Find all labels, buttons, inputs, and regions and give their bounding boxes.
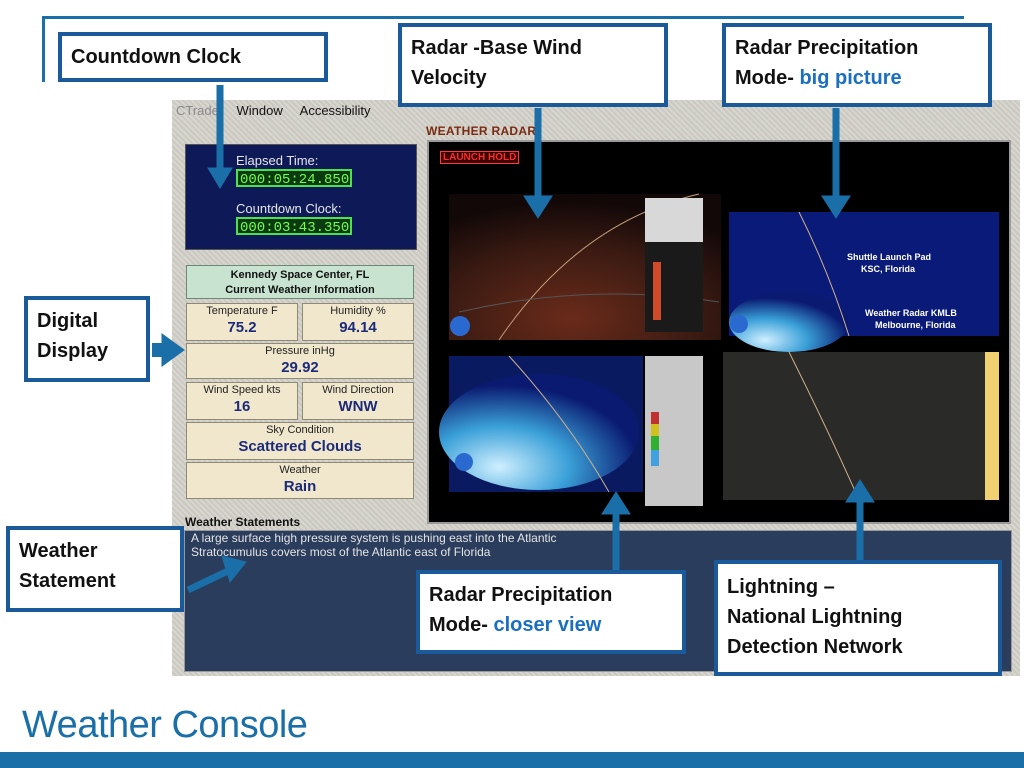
wind-speed-label: Wind Speed kts: [203, 384, 281, 396]
temperature-label: Temperature F: [206, 305, 278, 317]
velocity-info-box: [645, 198, 703, 242]
launch-hold-indicator: LAUNCH HOLD: [440, 151, 520, 164]
callout-precip-close-accent: closer view: [493, 614, 602, 636]
callout-precip-close-line1: Radar Precipitation: [429, 584, 613, 606]
arrow-lightning-head: [845, 479, 875, 503]
arrow-statement-shaft: [186, 566, 232, 594]
wind-speed-cell: Wind Speed kts 16: [186, 382, 298, 420]
legend-yellow: [651, 424, 659, 436]
callout-lightning-line3: Detection Network: [727, 636, 903, 658]
legend-blue: [651, 450, 659, 466]
legend-green: [651, 436, 659, 450]
wind-direction-cell: Wind Direction WNW: [302, 382, 414, 420]
sky-condition-cell: Sky Condition Scattered Clouds: [186, 422, 414, 460]
menu-ctrade[interactable]: CTrade: [176, 103, 219, 118]
arrow-wind-head: [523, 195, 553, 219]
velocity-legend-bar: [653, 262, 661, 320]
weather-info-panel: Kennedy Space Center, FL Current Weather…: [186, 265, 416, 499]
radar-title: WEATHER RADAR: [426, 124, 537, 138]
noaa-logo-velocity: [450, 316, 470, 336]
noaa-logo-close: [455, 453, 473, 471]
menu-accessibility[interactable]: Accessibility: [299, 103, 371, 118]
legend-red: [651, 412, 659, 424]
arrow-big-head: [821, 195, 851, 219]
menu-window[interactable]: Window: [236, 103, 283, 118]
callout-weather-statement: Weather Statement: [6, 526, 184, 612]
statement-line-1: A large surface high pressure system is …: [191, 531, 557, 545]
elapsed-value: 000:05:24.850: [236, 169, 352, 188]
top-rule: [42, 16, 964, 19]
sky-value: Scattered Clouds: [238, 438, 362, 455]
wind-speed-value: 16: [233, 398, 251, 415]
clock-panel: Elapsed Time: 000:05:24.850 Countdown Cl…: [185, 144, 417, 250]
coastline-big: [798, 211, 850, 337]
weather-location: Kennedy Space Center, FL: [230, 269, 370, 281]
weather-subtitle: Current Weather Information: [225, 284, 375, 296]
callout-precip-big-accent: big picture: [799, 67, 902, 89]
callout-countdown-text: Countdown Clock: [71, 46, 241, 68]
callout-wind-line1: Radar -Base Wind: [411, 37, 582, 59]
countdown-label: Countdown Clock:: [236, 201, 342, 216]
precip-echo-big: [729, 292, 849, 352]
temperature-cell: Temperature F 75.2: [186, 303, 298, 341]
callout-precip-big-line1: Radar Precipitation: [735, 37, 919, 59]
radar-panel: LAUNCH HOLD Shuttle Launch: [427, 140, 1011, 524]
weather-cell: Weather Rain: [186, 462, 414, 499]
callout-precip-big-mode: Mode-: [735, 67, 794, 89]
callout-lightning-line1: Lightning –: [727, 576, 835, 598]
sky-label: Sky Condition: [266, 424, 334, 436]
radar-images: Shuttle Launch Pad KSC, Florida Weather …: [439, 193, 999, 506]
arrow-countdown-head: [207, 167, 233, 189]
statement-line-2: Stratocumulus covers most of the Atlanti…: [191, 545, 491, 559]
callout-digital-line2: Display: [37, 340, 109, 362]
weather-label: Weather: [279, 464, 321, 476]
callout-digital-display: Digital Display: [24, 296, 150, 382]
lightning-sidebar: [985, 352, 999, 500]
arrow-statement-head: [221, 555, 247, 584]
callout-statement-line1: Weather: [19, 540, 98, 562]
temperature-value: 75.2: [227, 319, 257, 336]
footer-bar: [0, 752, 1024, 768]
lightning-radar-image: [723, 352, 987, 500]
callout-statement-line2: Statement: [19, 570, 116, 592]
slide-title: Weather Console: [22, 704, 308, 746]
big-picture-label-2: KSC, Florida: [861, 264, 916, 274]
station-label-1: Weather Radar KMLB: [865, 308, 957, 318]
elapsed-label: Elapsed Time:: [236, 153, 319, 168]
arrow-close-head: [601, 491, 631, 515]
callout-wind-velocity: Radar -Base Wind Velocity: [398, 23, 668, 107]
weather-header: Kennedy Space Center, FL Current Weather…: [186, 265, 414, 299]
callout-countdown-clock: Countdown Clock: [58, 32, 328, 82]
noaa-logo-big: [730, 315, 748, 333]
menu-bar: CTrade Window Accessibility: [176, 103, 384, 121]
callout-wind-line2: Velocity: [411, 67, 487, 89]
callout-digital-line1: Digital: [37, 310, 99, 332]
arrow-digital-head: [161, 333, 185, 367]
countdown-value: 000:03:43.350: [236, 217, 352, 236]
callout-precip-big: Radar Precipitation Mode- big picture: [722, 23, 992, 107]
precip-echo-close: [439, 374, 639, 490]
humidity-value: 94.14: [339, 319, 377, 336]
coastline-close: [508, 355, 610, 493]
weather-value: Rain: [283, 478, 317, 495]
station-label-2: Melbourne, Florida: [875, 320, 956, 330]
humidity-cell: Humidity % 94.14: [302, 303, 414, 341]
wind-direction-label: Wind Direction: [322, 384, 394, 396]
wind-direction-value: WNW: [338, 398, 378, 415]
big-picture-label-1: Shuttle Launch Pad: [847, 252, 931, 262]
humidity-label: Humidity %: [330, 305, 386, 317]
callout-lightning: Lightning – National Lightning Detection…: [714, 560, 1002, 676]
pressure-value: 29.92: [281, 359, 319, 376]
pressure-label: Pressure inHg: [265, 345, 335, 357]
callout-precip-close: Radar Precipitation Mode- closer view: [416, 570, 686, 654]
weather-statements-title: Weather Statements: [185, 515, 301, 529]
callout-lightning-line2: National Lightning: [727, 606, 903, 628]
left-rule: [42, 16, 45, 82]
callout-precip-close-mode: Mode-: [429, 614, 488, 636]
pressure-cell: Pressure inHg 29.92: [186, 343, 414, 379]
coastline-lightning: [788, 351, 860, 501]
